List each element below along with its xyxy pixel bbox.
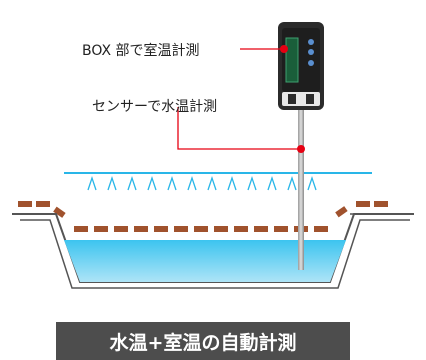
spray-nozzle-icon xyxy=(87,175,97,191)
display-screen xyxy=(285,37,299,83)
water-body xyxy=(64,240,346,282)
sensor-point-marker xyxy=(297,145,305,153)
spray-nozzle-icon xyxy=(307,175,317,191)
spray-nozzle-icon xyxy=(267,175,277,191)
button-icon xyxy=(308,60,314,66)
box-point-marker xyxy=(280,45,288,53)
tank-tiles xyxy=(74,226,328,232)
spray-nozzle-icon xyxy=(227,175,237,191)
leader-lines xyxy=(177,48,300,150)
spray-nozzle-icon xyxy=(127,175,137,191)
spray-nozzle-icon xyxy=(247,175,257,191)
sensor-label: センサーで水温計測 xyxy=(92,99,218,115)
floor-tiles xyxy=(18,201,388,218)
controller-box xyxy=(278,22,324,110)
spray-nozzle-icon xyxy=(187,175,197,191)
spray-nozzle-icon xyxy=(207,175,217,191)
spray-nozzle-icon xyxy=(287,175,297,191)
tank xyxy=(12,213,414,289)
spray-nozzle-icon xyxy=(147,175,157,191)
spray-nozzle-icon xyxy=(167,175,177,191)
spray-nozzles xyxy=(87,175,317,191)
caption-banner: 水温+室温の自動計測 xyxy=(56,322,350,360)
button-icon xyxy=(308,39,314,45)
button-icon xyxy=(308,49,314,55)
spray-nozzle-icon xyxy=(107,175,117,191)
box-label: BOX 部で室温計測 xyxy=(82,43,200,59)
temperature-probe xyxy=(298,108,304,270)
